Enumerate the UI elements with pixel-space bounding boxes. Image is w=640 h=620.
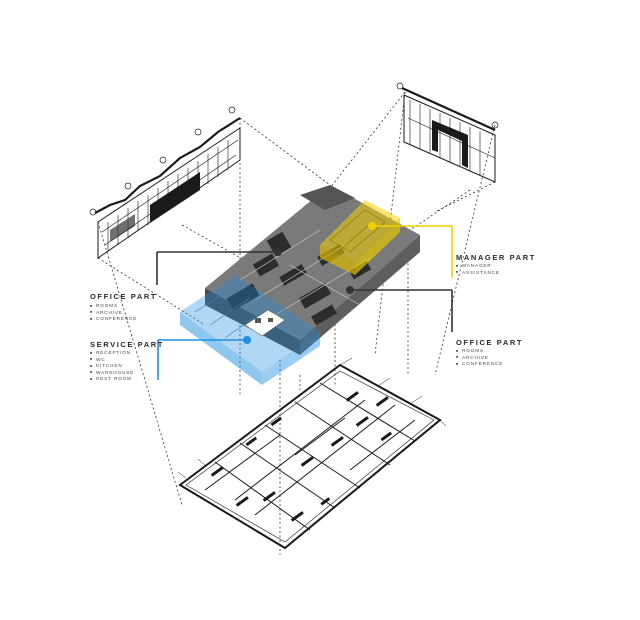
floor-plan-drawing [177,357,447,550]
list-item: ASSISTANCE [456,270,500,277]
list-item: REST ROOM [90,376,134,383]
service-part-list: RECEPTION WC KITCHEN WAREHOUSE REST ROOM [90,350,134,383]
right-elevation-drawing [396,82,499,183]
list-item: MANAGER [456,263,500,270]
leader-lines [156,222,453,380]
list-item: CONFERENCE [456,361,503,368]
list-item: ROOMS [90,303,137,310]
office-part-left-title: OFFICE PART [90,292,158,301]
office-part-right-list: ROOMS ARCHIVE CONFERENCE [456,348,503,368]
manager-part-list: MANAGER ASSISTANCE [456,263,500,276]
list-item: KITCHEN [90,363,134,370]
office-part-right-title: OFFICE PART [456,338,524,347]
list-item: ARCHIVE [90,310,137,317]
service-zone-block [180,275,320,385]
list-item: WAREHOUSE [90,370,134,377]
office-part-left-list: ROOMS ARCHIVE CONFERENCE [90,303,137,323]
service-part-title: SERVICE PART [90,340,164,349]
list-item: ARCHIVE [456,355,503,362]
list-item: RECEPTION [90,350,134,357]
manager-part-title: MANAGER PART [456,253,536,262]
manager-zone-block [320,200,400,275]
left-elevation-drawing [89,106,241,259]
list-item: CONFERENCE [90,316,137,323]
list-item: WC [90,357,134,364]
list-item: ROOMS [456,348,503,355]
